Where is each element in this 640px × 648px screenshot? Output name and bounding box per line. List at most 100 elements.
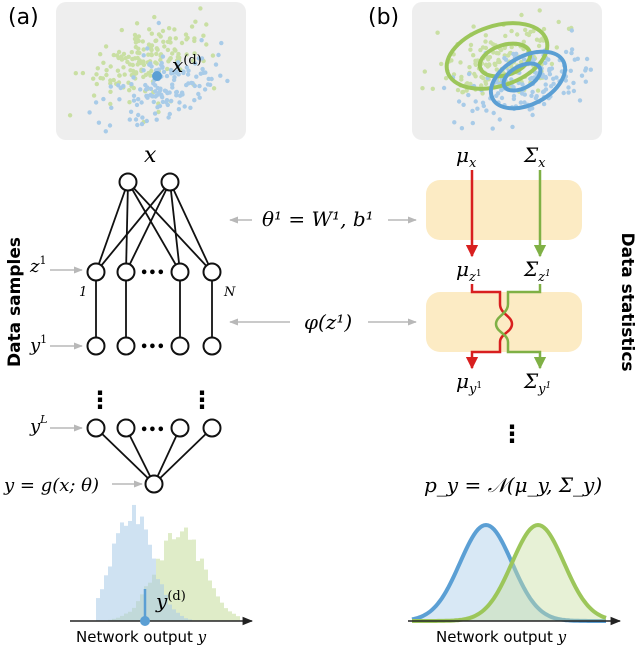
theta-equation: θ¹ = W¹, b¹ — [262, 207, 374, 231]
scatter-dot-blue — [502, 55, 507, 61]
scatter-dot-blue — [188, 105, 193, 111]
scatter-dot-blue — [569, 47, 575, 52]
scatter-dot-green — [130, 56, 135, 62]
scatter-dot-green — [160, 28, 166, 34]
histogram-bar-green — [204, 569, 208, 621]
scatter-dot-blue — [470, 120, 475, 126]
scatter-dot-blue — [484, 108, 489, 113]
scatter-dot-blue — [531, 57, 536, 62]
scatter-dot-blue — [490, 126, 495, 131]
z1-label: z1 — [29, 254, 46, 277]
scatter-dot-green — [153, 38, 158, 44]
network-node — [202, 262, 222, 282]
scatter-dot-green — [492, 61, 497, 66]
scatter-dot-green — [126, 54, 131, 59]
scatter-dot-green — [161, 39, 166, 44]
scatter-dot-blue — [547, 72, 553, 77]
network-node — [170, 336, 190, 356]
scatter-dot-green — [483, 45, 489, 51]
hdots-yL: ••• — [140, 423, 165, 438]
scatter-dot-blue — [128, 109, 134, 115]
scatter-dot-blue — [150, 94, 155, 99]
scatter-dot-blue — [143, 82, 148, 88]
scatter-dot-green — [98, 75, 103, 81]
scatter-dot-green — [201, 33, 206, 38]
scatter-dot-blue — [520, 82, 525, 87]
scatter-dot-green — [137, 58, 142, 63]
covariance-ellipses — [444, 21, 568, 111]
scatter-dot-blue — [583, 79, 588, 84]
scatter-dot-green — [515, 32, 520, 37]
scatter-dot-blue — [96, 120, 102, 125]
scatter-dot-blue — [577, 98, 583, 103]
scatter-dot-blue — [534, 94, 539, 99]
scatter-dot-blue — [575, 56, 580, 61]
scatter-dot-green — [162, 44, 167, 49]
sigma-x-label: Σx — [523, 143, 546, 171]
scatter-dot-green — [108, 78, 113, 83]
scatter-dot-green — [91, 76, 96, 81]
scatter-dot-blue — [522, 57, 527, 62]
scatter-dot-green — [556, 19, 561, 25]
scatter-dot-blue — [541, 101, 547, 107]
scatter-dot-blue — [470, 108, 475, 114]
scatter-dot-green — [122, 72, 127, 77]
scatter-dot-blue — [530, 106, 535, 111]
network-node — [202, 418, 222, 438]
scatter-dot-green — [458, 60, 463, 65]
scatter-points-b — [420, 8, 593, 131]
scatter-dot-blue — [522, 100, 527, 105]
histogram-bar-green — [180, 531, 184, 621]
network-edge — [169, 181, 213, 273]
scatter-dot-green — [67, 113, 73, 118]
scatter-dot-green — [73, 71, 79, 76]
histogram-bar-blue — [112, 543, 116, 621]
scatter-dot-green — [531, 28, 536, 34]
scatter-dot-blue — [174, 89, 180, 95]
histogram-bar-green — [172, 539, 176, 621]
scatter-dot-green — [479, 74, 484, 80]
scatter-dot-green — [494, 67, 499, 72]
scatter-dot-blue — [141, 53, 146, 58]
scatter-dot-blue — [138, 87, 143, 92]
vdots-left: ⋮ — [88, 386, 112, 414]
axis-label-a: Network output y — [76, 628, 207, 646]
scatter-dot-green — [204, 22, 209, 27]
network-node — [116, 418, 136, 438]
scatter-dot-green — [496, 57, 501, 63]
scatter-dot-green — [127, 100, 132, 105]
scatter-dot-green — [173, 48, 178, 53]
scatter-dot-blue — [131, 75, 136, 80]
scatter-dot-blue — [139, 121, 145, 127]
histogram-bar-green — [224, 608, 228, 621]
scatter-dot-blue — [181, 70, 186, 76]
histogram-bar-blue — [100, 589, 104, 621]
scatter-dot-blue — [518, 100, 524, 105]
scatter-dot-green — [147, 43, 152, 48]
scatter-dot-green — [449, 58, 454, 63]
scatter-dot-green — [104, 72, 109, 78]
histogram-bar-blue — [172, 609, 176, 621]
scatter-dot-green — [170, 51, 175, 56]
scatter-dot-green — [455, 87, 461, 93]
histogram-bar-green — [216, 596, 220, 621]
scatter-dot-green — [154, 61, 159, 66]
scatter-dot-blue — [456, 99, 462, 104]
scatter-dot-green — [143, 72, 149, 78]
scatter-dot-blue — [563, 49, 569, 55]
histogram-bar-blue — [124, 525, 128, 621]
histogram-bar-green — [208, 580, 212, 621]
network-edge — [125, 427, 155, 485]
y1-label: y1 — [29, 333, 47, 356]
histogram-bar-green — [220, 602, 224, 621]
histogram-bar-green — [232, 613, 236, 621]
scatter-dot-blue — [584, 56, 590, 62]
scatter-dot-blue — [199, 38, 204, 43]
scatter-dot-green — [133, 70, 139, 75]
phi-equation: φ(z¹) — [304, 310, 352, 334]
scatter-dot-green — [471, 24, 476, 29]
scatter-dot-green — [167, 36, 173, 41]
scatter-dot-green — [198, 6, 203, 11]
scatter-dot-green — [141, 47, 146, 52]
scatter-dot-blue — [192, 98, 197, 103]
